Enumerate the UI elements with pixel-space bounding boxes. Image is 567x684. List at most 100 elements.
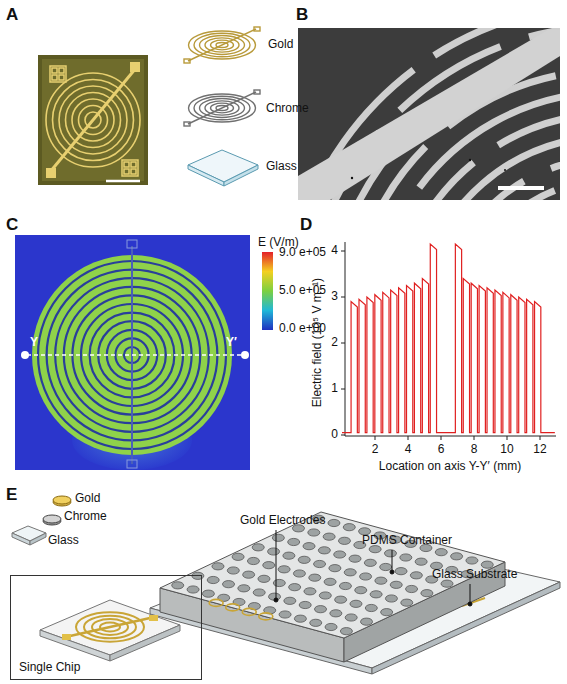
well — [343, 524, 355, 531]
well — [324, 578, 336, 585]
well — [289, 584, 301, 591]
well — [381, 609, 393, 616]
figure-label: Gold — [268, 38, 293, 51]
well — [303, 543, 315, 550]
sem-image — [298, 28, 560, 200]
figure-label: Chrome — [64, 510, 107, 523]
figure-label: PDMS Container — [362, 534, 452, 547]
well — [187, 586, 199, 593]
well — [319, 592, 331, 599]
well — [441, 580, 453, 587]
figure-label: 2 — [331, 336, 338, 349]
well — [293, 570, 305, 577]
panel-letter: C — [6, 216, 18, 235]
well — [361, 618, 373, 625]
lead-line — [188, 92, 256, 124]
well — [253, 589, 265, 596]
well — [415, 558, 427, 565]
well — [283, 552, 295, 559]
panel-letter: E — [6, 486, 17, 505]
well — [310, 619, 322, 626]
well — [202, 590, 214, 597]
gold-electrode — [209, 599, 223, 606]
well — [421, 590, 433, 597]
figure-label: Location on axis Y-Y′ (mm) — [379, 460, 521, 473]
well — [172, 582, 184, 589]
figure-label: 12 — [533, 443, 546, 456]
well — [355, 587, 367, 594]
electrode-arc — [298, 28, 560, 200]
figure-label: Glass Substrate — [432, 568, 517, 581]
well — [323, 533, 335, 540]
well — [304, 588, 316, 595]
well — [400, 554, 412, 561]
figure-label: Gold Electrodes — [240, 514, 325, 527]
well — [284, 597, 296, 604]
well — [272, 534, 284, 541]
layer-glass — [188, 150, 258, 186]
pad — [184, 122, 190, 126]
well — [365, 604, 377, 611]
gold-electrode — [226, 604, 240, 611]
layer-chrome — [184, 90, 260, 126]
well — [299, 601, 311, 608]
panel-letter: D — [300, 216, 312, 235]
figure-label: Chrome — [266, 102, 309, 115]
well — [406, 585, 418, 592]
figure-label: Y′ — [226, 336, 237, 349]
pad — [184, 59, 190, 63]
well — [268, 548, 280, 555]
well — [360, 573, 372, 580]
well — [288, 538, 300, 545]
well — [243, 571, 255, 578]
inset-box: Single Chip — [10, 575, 202, 680]
well — [309, 574, 321, 581]
well — [375, 577, 387, 584]
figure-label: Electric field (10⁵ V m⁻¹) — [311, 278, 324, 407]
color-bar — [262, 252, 273, 330]
well — [338, 537, 350, 544]
gold-electrode — [242, 608, 256, 615]
figure-label: Glass — [266, 160, 297, 173]
well — [395, 568, 407, 575]
gold-electrode — [259, 613, 273, 620]
layer-gold — [184, 27, 260, 63]
well — [273, 579, 285, 586]
well — [410, 572, 422, 579]
well — [350, 600, 362, 607]
well — [370, 591, 382, 598]
well — [247, 557, 259, 564]
well — [258, 575, 270, 582]
well — [390, 581, 402, 588]
well — [278, 566, 290, 573]
lead-line — [188, 29, 256, 61]
well — [207, 576, 219, 583]
well — [335, 596, 347, 603]
well — [401, 599, 413, 606]
well — [252, 544, 264, 551]
device-array — [150, 512, 560, 674]
well — [340, 628, 352, 635]
panel-letter: A — [6, 6, 18, 25]
chip-photo — [38, 55, 148, 185]
figure-label: 1 — [331, 382, 338, 395]
figure-label: 2 — [372, 443, 379, 456]
well — [314, 560, 326, 567]
well — [345, 614, 357, 621]
well — [384, 550, 396, 557]
figure-label: Gold — [75, 492, 100, 505]
well — [344, 569, 356, 576]
well — [328, 519, 340, 526]
well — [318, 547, 330, 554]
figure-label: 10 — [500, 443, 513, 456]
well — [263, 562, 275, 569]
field-plot — [341, 242, 556, 440]
well — [339, 582, 351, 589]
figure-label: Y — [30, 336, 38, 349]
well — [315, 606, 327, 613]
well — [330, 610, 342, 617]
well — [325, 623, 337, 630]
figure-label: Glass — [48, 534, 79, 547]
inset-title: Single Chip — [19, 660, 80, 674]
